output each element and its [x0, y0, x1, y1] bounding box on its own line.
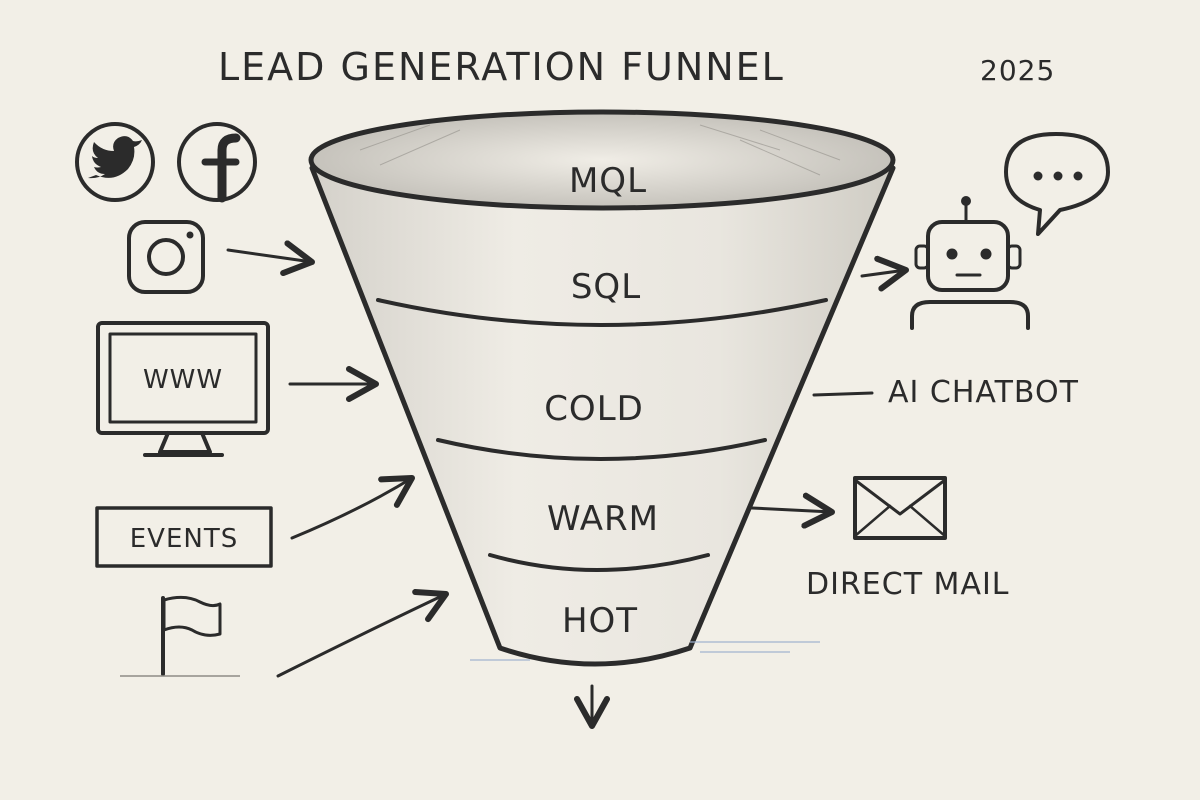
website-label: WWW	[143, 365, 223, 395]
monitor-icon	[96, 321, 270, 457]
stage-label-cold: COLD	[544, 389, 644, 429]
twitter-icon	[75, 122, 155, 202]
flag-icon	[120, 595, 240, 677]
facebook-icon	[177, 122, 257, 203]
rim-hatching	[359, 124, 841, 176]
stage-label-mql: MQL	[569, 161, 647, 201]
funnel-outline	[309, 165, 896, 667]
funnel-rim	[308, 109, 896, 211]
speech-bubble-icon	[1004, 132, 1110, 236]
flag-arrow	[276, 589, 449, 678]
divider-cold-warm	[436, 438, 767, 461]
mail-arrow	[750, 492, 835, 529]
diagram-year: 2025	[980, 54, 1055, 87]
stage-label-hot: HOT	[562, 601, 638, 641]
direct-mail-label: DIRECT MAIL	[806, 567, 1010, 602]
events-box	[95, 506, 273, 568]
funnel: MQL SQL COLD WARM HOT	[308, 109, 896, 667]
envelope-icon	[853, 476, 947, 540]
instagram-arrow	[226, 240, 315, 277]
robot-icon	[910, 196, 1030, 330]
events-arrow	[290, 475, 415, 540]
divider-warm-hot	[488, 553, 710, 572]
stage-label-sql: SQL	[571, 267, 641, 307]
chatbot-label: AI CHATBOT	[888, 375, 1079, 410]
events-label: EVENTS	[130, 524, 238, 554]
ground-lines	[470, 641, 820, 661]
instagram-icon	[127, 220, 205, 294]
stage-label-warm: WARM	[547, 499, 659, 539]
chatbot-connector	[812, 391, 874, 397]
diagram-title: LEAD GENERATION FUNNEL	[218, 45, 785, 89]
chatbot-arrow	[860, 255, 909, 292]
divider-sql-cold	[376, 298, 828, 327]
